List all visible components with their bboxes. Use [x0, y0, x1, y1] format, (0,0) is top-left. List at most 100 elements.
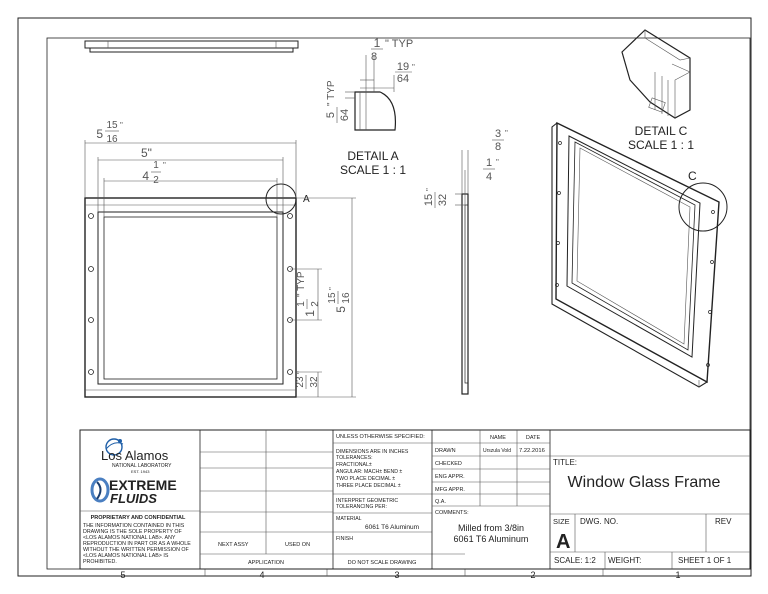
drawn-label: DRAWN: [435, 448, 456, 454]
dim-4-1-2-den: 2: [153, 175, 159, 186]
comments-line: 6061 T6 Aluminum: [454, 534, 529, 544]
size-value: A: [556, 531, 570, 553]
dim-4-1-2-unit: ": [163, 161, 166, 170]
width-dimensions: [84, 140, 297, 217]
eng-appr-label: ENG APPR.: [435, 474, 465, 480]
dim-5-64-num: 5: [325, 112, 337, 118]
dim-hole-spacing-num: 1: [296, 301, 307, 307]
mfg-appr-label: MFG APPR.: [435, 487, 465, 493]
dim-overall-width-unit: ": [120, 121, 123, 130]
tolerance-line: DIMENSIONS ARE IN INCHES: [336, 449, 409, 455]
zone-label: 4: [259, 570, 264, 580]
los-alamos-sub: NATIONAL LABORATORY: [112, 463, 172, 469]
next-assy-label: NEXT ASSY: [218, 542, 249, 548]
proprietary-line: THE INFORMATION CONTAINED IN THIS: [83, 523, 185, 529]
dim-5-inch: 5": [141, 146, 152, 160]
dim-19-64-num: 19: [397, 61, 409, 73]
dim-1-8-den: 8: [371, 51, 377, 63]
dim-15-32-num: 15: [423, 194, 435, 206]
zone-label: 3: [394, 570, 399, 580]
extreme-wordmark: EXTREME: [109, 477, 177, 493]
isometric-view: [551, 121, 728, 388]
proprietary-title: PROPRIETARY AND CONFIDENTIAL: [91, 515, 186, 521]
comments-label: COMMENTS:: [435, 510, 469, 516]
dim-3-8-num: 3: [495, 128, 501, 140]
detail-a-callout-label: A: [303, 194, 310, 205]
los-alamos-wordmark: Los Alamos: [101, 448, 169, 463]
dim-overall-width-num: 15: [106, 120, 118, 131]
weight-label: WEIGHT:: [608, 556, 641, 565]
front-view: A: [84, 183, 310, 398]
zone-label: 2: [530, 570, 535, 580]
dwg-no-label: DWG. NO.: [580, 517, 618, 526]
los-alamos-logo: Los Alamos NATIONAL LABORATORY EST. 1943: [101, 438, 172, 474]
dim-overall-height-num: 15: [327, 292, 338, 304]
interpret-line: INTERPRET GEOMETRIC: [336, 498, 398, 504]
proprietary-line: REPRODUCTION IN PART OR AS A WHOLE: [83, 541, 191, 547]
dim-overall-width-den: 16: [106, 134, 118, 145]
rev-label: REV: [715, 517, 732, 526]
material-value: 6061 T6 Aluminum: [365, 524, 419, 531]
dim-19-64-unit: ": [412, 63, 415, 72]
proprietary-line: WITHOUT THE WRITTEN PERMISSION OF: [83, 547, 190, 553]
detail-c-view: [621, 29, 691, 119]
proprietary-line: DRAWING IS THE SOLE PROPERTY OF: [83, 529, 182, 535]
dim-1-8-typ: " TYP: [385, 38, 413, 50]
material-label: MATERIAL: [336, 516, 362, 522]
los-alamos-est: EST. 1943: [131, 469, 150, 474]
dim-overall-width-whole: 5: [96, 127, 103, 141]
height-dimensions: [290, 197, 356, 398]
finish-label: FINISH: [336, 536, 353, 542]
dim-3-8-unit: ": [505, 129, 508, 138]
dim-1-8-num: 1: [374, 36, 381, 50]
dim-hole-spacing-den: 2: [310, 301, 321, 307]
sheet-label: SHEET 1 OF 1: [678, 556, 732, 565]
drawn-date: 7.22.2016: [519, 448, 545, 454]
dim-overall-height-whole: 5: [334, 306, 348, 313]
name-header: NAME: [490, 435, 506, 441]
side-view: [455, 150, 469, 395]
dim-15-32-den: 32: [437, 194, 449, 206]
dim-4-1-2-num: 1: [153, 160, 159, 171]
zone-label: 1: [675, 570, 680, 580]
drawing-title: Window Glass Frame: [568, 474, 721, 491]
proprietary-line: PROHIBITED.: [83, 559, 117, 565]
application-label: APPLICATION: [248, 560, 284, 566]
dim-bottom-hole-num: 23: [295, 376, 306, 388]
dim-overall-height-den: 16: [341, 292, 352, 304]
detail-a-callout-circle: [265, 183, 297, 215]
detail-a-scale: SCALE 1 : 1: [340, 163, 406, 177]
top-view: [84, 40, 299, 53]
proprietary-line: <LOS ALAMOS NATIONAL LAB> IS: [83, 553, 169, 559]
dim-3-8-den: 8: [495, 141, 501, 153]
unless-specified-label: UNLESS OTHERWISE SPECIFIED:: [336, 434, 425, 440]
dim-hole-spacing-unit: " TYP: [296, 271, 307, 297]
dim-1-4-unit: ": [496, 158, 499, 167]
used-on-label: USED ON: [285, 542, 310, 548]
detail-c-title: DETAIL C: [635, 124, 688, 138]
tolerance-line: TOLERANCES:: [336, 455, 373, 461]
dim-5-64-typ: " TYP: [326, 80, 337, 106]
extreme-fluids-logo: EXTREME FLUIDS: [90, 477, 177, 506]
fluids-wordmark: FLUIDS: [110, 491, 157, 506]
dim-5-64-den: 64: [339, 109, 351, 121]
date-header: DATE: [526, 435, 541, 441]
tolerance-line: TWO PLACE DECIMAL ±: [336, 476, 395, 482]
qa-label: Q.A.: [435, 499, 446, 505]
title-block-grid: [79, 429, 751, 570]
detail-c-scale: SCALE 1 : 1: [628, 138, 694, 152]
dim-bottom-hole-unit: ": [296, 371, 305, 374]
zone-label: 5: [120, 570, 125, 580]
dim-1-4-den: 4: [486, 171, 492, 183]
dim-4-1-2-whole: 4: [142, 169, 149, 183]
outer-border: [17, 17, 752, 577]
do-not-scale-label: DO NOT SCALE DRAWING: [348, 560, 417, 566]
scale-label: SCALE: 1:2: [554, 556, 596, 565]
interpret-line: TOLERANCING PER:: [336, 504, 387, 510]
dim-1-4-num: 1: [486, 157, 492, 169]
tolerance-line: THREE PLACE DECIMAL ±: [336, 483, 401, 489]
drawn-name: Urszula Vold: [483, 448, 511, 454]
dim-bottom-hole-den: 32: [309, 376, 320, 388]
size-label: SIZE: [553, 517, 570, 526]
